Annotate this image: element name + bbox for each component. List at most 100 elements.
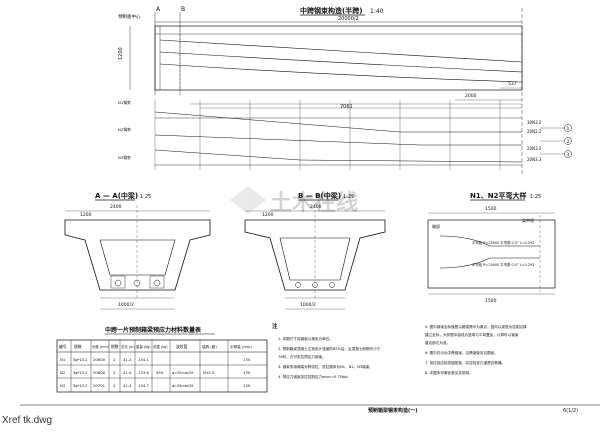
svg-text:5φ*15.2: 5φ*15.2: [73, 371, 87, 375]
elevation-title: 中跨钢束构造(半跨): [300, 6, 362, 15]
svg-text:N3: N3: [60, 383, 66, 388]
th-7: 波纹管: [176, 344, 188, 349]
note-left-3: 3. 钢束采用两端对称张拉，张拉顺序为N1、N2、N3钢束。: [278, 364, 373, 369]
n1n2-title: N1、N2平弯大样: [470, 191, 526, 200]
th-2: 长度 (mm): [92, 344, 110, 349]
notes-heading: 注: [272, 322, 278, 330]
note-right-2: 重合部位为准。: [425, 340, 450, 345]
tendon-n3: [159, 63, 523, 83]
title-block: 预制箱梁钢束构造(一) 6(1/2): [20, 404, 600, 414]
th-1: 规格: [74, 344, 82, 349]
notes: 注 1. 本图尺寸除钢束以毫米为单位。 2. 预制箱梁混凝土达到设计强度的85%…: [272, 322, 527, 379]
note-right-4: 7. 张拉前应检查锚垫板，并应检查孔道是否畅通。: [425, 360, 505, 365]
note-right-5: 8. 本图未尽事宜参见总说明。: [425, 370, 473, 375]
sheet-number: 6(1/2): [563, 408, 578, 414]
svg-text:450: 450: [156, 370, 164, 375]
n1n2-dim-bot: 1500: [485, 298, 497, 304]
table-title: 中跨一片预制箱梁预应力材料数量表: [105, 326, 202, 334]
circle-tag-2: 2: [567, 139, 570, 145]
svg-text:2: 2: [113, 383, 116, 388]
note-right-3: 6. 图中仅示出中跨钢束，边跨钢束另见图纸。: [425, 350, 498, 355]
th-8: 锚具 (套): [202, 344, 217, 349]
section-bb-scale: 1:25: [343, 194, 354, 200]
strand-tag-2: 20N2.2: [527, 129, 542, 134]
section-aa-title: A — A(中梁): [95, 191, 138, 200]
svg-text:φ=55mm/39: φ=55mm/39: [172, 384, 193, 388]
svg-text:133.6: 133.6: [138, 370, 149, 375]
watermark-text: 土木在线: [270, 190, 358, 216]
note-left-0: 1. 本图尺寸除钢束以毫米为单位。: [278, 336, 333, 341]
bb-bot-dim: 1000/2: [300, 302, 316, 308]
table-row: N3 5φ*15.2 20701 2 41.4 134.7 φ=55mm/39 …: [60, 383, 251, 388]
th-6: 总重 (kg): [153, 344, 168, 349]
aa-outline: [64, 219, 211, 291]
watermark: 土木在线: [230, 186, 358, 216]
svg-text:135: 135: [243, 357, 251, 362]
svg-text:φ=55mm/39: φ=55mm/39: [172, 371, 193, 375]
strand-tag-3: 20N3.2: [527, 146, 542, 151]
section-bb: B — B(中梁) 1:25 2400 1200 1000/2: [244, 191, 386, 310]
th-4: 总长 (m): [121, 344, 135, 349]
elevation-scale: 1:40: [370, 8, 384, 15]
drawing-name: 预制箱梁钢束构造(一): [368, 407, 418, 414]
n1n2-box: [427, 219, 556, 289]
svg-text:134.7: 134.7: [138, 383, 149, 388]
dim-537: 537: [508, 81, 517, 87]
svg-text:20600: 20600: [93, 370, 106, 375]
tendon-n1: [159, 39, 523, 63]
circle-tag-3: 3: [567, 152, 570, 158]
svg-text:5φ*15.2: 5φ*15.2: [73, 384, 87, 388]
circle-tag-1: 1: [567, 126, 570, 132]
strand-tag-1: 30N3.2: [527, 120, 542, 125]
n1n2-detail: N1、N2平弯大样 1:25 1500 梁中线 端部 平弯段 R=25000 平…: [427, 191, 556, 304]
bb-outline: [244, 219, 386, 291]
mark-b: B: [181, 6, 185, 13]
table-row: N2 5φ*15.2 20600 2 41.0 133.6 450 φ=55mm…: [60, 370, 251, 375]
svg-text:134.1: 134.1: [138, 357, 149, 362]
n1n2-scale: 1:25: [530, 194, 541, 200]
left-label: 预制板中心: [118, 13, 141, 20]
bb-half-dim: 1200: [262, 212, 274, 218]
th-5: 重量 (kg): [136, 344, 151, 349]
svg-text:41.0: 41.0: [123, 370, 132, 375]
n1n2-row2: 平弯段 R=25000 平弯角 0.5° L=0.293: [472, 262, 534, 267]
aa-top-dim: 2400: [110, 204, 122, 210]
strand-label-1: N1钢束: [118, 100, 131, 105]
half-span-dim: 20000/2: [338, 16, 359, 22]
svg-text:N2: N2: [60, 370, 66, 375]
note-right-1: 建立坐标，大样图中曲线为竖弯与平弯叠加，计算时以钢束: [425, 332, 519, 337]
strand-profiles: N1钢束 N2钢束 N3钢束 30N3.2 20N2.2 20N3.2 20N3…: [118, 100, 572, 170]
th-0: 编号: [59, 344, 67, 349]
svg-text:N1: N1: [60, 357, 66, 362]
material-table: 中跨一片预制箱梁预应力材料数量表 编号 规格 长度 (mm) 根数 总长 (m)…: [56, 326, 268, 393]
note-right-0: 5. 图中钢束坐标值是以箱梁跨中为原点，竖向以梁底为控制边缘: [425, 324, 527, 329]
n1n2-end: 端部: [432, 223, 440, 229]
svg-text:130: 130: [243, 383, 251, 388]
height-dim: 1200: [118, 47, 124, 60]
table-row: N1 5φ*15.2 20600 2 41.2 134.1 135: [60, 357, 251, 362]
strand-label-3: N3钢束: [118, 155, 131, 160]
svg-text:41.2: 41.2: [123, 357, 132, 362]
elevation-view: 中跨钢束构造(半跨) 1:40 20000/2 A B 预制板中心 1200 5…: [118, 6, 572, 175]
svg-text:M15-5: M15-5: [203, 371, 214, 375]
strand-tag-4: 20N3.3: [527, 157, 542, 162]
dim-7061: 7061: [340, 104, 353, 110]
svg-text:2: 2: [113, 370, 116, 375]
aa-bot-dim: 1000/2: [118, 302, 134, 308]
dim-2000: 2000: [465, 93, 477, 99]
svg-text:20701: 20701: [93, 383, 106, 388]
beam-outline: [154, 25, 523, 91]
section-aa: A — A(中梁) 1:25 2400 1200 1000/2: [64, 191, 211, 310]
n1n2-row1: 平弯段 R=25000 平弯角 0.5° L=0.293: [472, 240, 534, 245]
tendon-n2: [159, 51, 523, 73]
th-9: 引伸量 (mm): [230, 344, 252, 349]
svg-text:20600: 20600: [93, 357, 106, 362]
note-left-4: 4. 预应力钢束张拉控制应力σcon=0.75fpk。: [278, 374, 351, 379]
svg-text:130: 130: [243, 370, 251, 375]
svg-text:5φ*15.2: 5φ*15.2: [73, 358, 87, 362]
strand-label-2: N2钢束: [118, 127, 131, 132]
note-left-2: 7d时，方可张拉预应力钢束。: [278, 354, 326, 359]
n1n2-dim-top: 1500: [485, 206, 497, 212]
file-caption: Xref tk.dwg: [2, 415, 53, 426]
